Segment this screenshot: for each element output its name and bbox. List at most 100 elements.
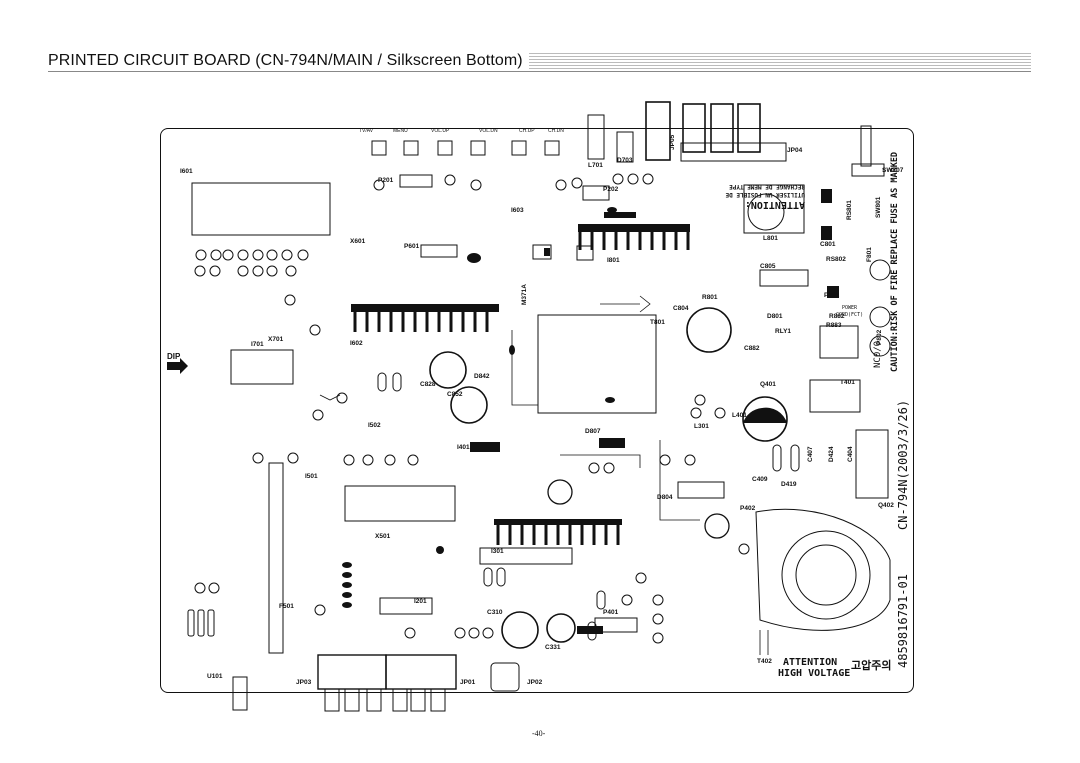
i401-heatsink-tab xyxy=(470,442,500,452)
ref-dip: DIP xyxy=(167,352,181,361)
connector-jp04-b xyxy=(710,103,734,153)
pcb-outline xyxy=(160,128,914,693)
ref-rs802: RS802 xyxy=(826,256,846,263)
t801-transformer xyxy=(537,314,657,414)
c852-capacitor xyxy=(450,386,488,424)
ref-q402: Q402 xyxy=(878,502,894,509)
page-number: -40- xyxy=(532,729,546,738)
ref-d703: D703 xyxy=(617,157,633,164)
jp03-block xyxy=(317,654,387,690)
heatsink-i801 xyxy=(578,224,690,232)
ref-sw707: SW707 xyxy=(882,167,904,174)
ref-d842: D842 xyxy=(474,373,490,380)
connector-jp05-mid xyxy=(616,131,634,163)
part-number-text: 4859816791-01 xyxy=(896,574,910,668)
ref-d801: D801 xyxy=(767,313,783,320)
ref-d804: D804 xyxy=(657,494,673,501)
ref-p402: P402 xyxy=(740,505,756,512)
ref-l301: L301 xyxy=(694,423,709,430)
flyback-inner xyxy=(795,544,857,606)
connector-jp05-left xyxy=(587,114,605,160)
ref-x501: X501 xyxy=(375,533,391,540)
ref-c804: C804 xyxy=(673,305,689,312)
hv-warning-korean: 고압주의 xyxy=(851,659,892,672)
r801-resistor xyxy=(759,269,809,287)
ref-t801: T801 xyxy=(650,319,665,326)
flyback-core xyxy=(781,530,871,620)
d801-diode xyxy=(827,286,839,298)
heatsink-i602 xyxy=(351,304,499,312)
ref-p401: P401 xyxy=(603,609,619,616)
i201-block xyxy=(379,597,433,615)
p601-connector xyxy=(420,244,458,258)
hv-warning-line2: HIGH VOLTAGE xyxy=(778,668,851,679)
i601-chip xyxy=(191,182,331,236)
heatsink-i301 xyxy=(494,519,622,525)
ref-c805: C805 xyxy=(760,263,776,270)
p802-terminal xyxy=(869,335,891,357)
ref-i701: I701 xyxy=(251,341,264,348)
rly1-relay xyxy=(819,325,859,359)
i301-block xyxy=(479,547,573,565)
ref-c852: C852 xyxy=(447,391,463,398)
jp03-pin-a xyxy=(324,688,340,712)
l801-filter xyxy=(743,184,805,234)
c828-capacitor xyxy=(429,351,467,389)
ref-jp02: JP02 xyxy=(527,679,543,686)
attention-fr-line2: UTILISER UN FUSIBLE DE xyxy=(725,191,805,198)
ref-c404: C404 xyxy=(847,446,854,462)
ref-m371a: M371A xyxy=(521,284,528,305)
jp03-pin-c xyxy=(366,688,382,712)
c409-capacitor xyxy=(742,396,788,442)
c409-fill xyxy=(743,407,787,423)
ref-i603: I603 xyxy=(511,207,524,214)
ref-i602: I602 xyxy=(350,340,363,347)
ref-p202: P202 xyxy=(603,186,619,193)
jp02-jack xyxy=(490,662,520,692)
jp01-pin-c xyxy=(430,688,446,712)
ref-rs801: RS801 xyxy=(846,200,853,220)
sw707-body xyxy=(860,125,872,167)
ref-t402: T402 xyxy=(757,658,772,665)
ref-d419: D419 xyxy=(781,481,797,488)
jp01-pin-b xyxy=(410,688,426,712)
power-label-line1: POWER xyxy=(842,305,858,311)
jp01-block xyxy=(385,654,457,690)
flyback-outline xyxy=(755,508,891,631)
fuse-holder-a xyxy=(821,189,832,203)
ref-c801: C801 xyxy=(820,241,836,248)
l801-coil xyxy=(747,193,785,231)
switch-label-vol-dn: VOL.DN xyxy=(479,128,498,134)
ref-p601: P601 xyxy=(404,243,420,250)
ref-i801: I801 xyxy=(607,257,620,264)
ref-x701: X701 xyxy=(268,336,284,343)
ref-c407: C407 xyxy=(807,446,814,462)
ref-c310: C310 xyxy=(487,609,503,616)
d807-tab xyxy=(599,438,625,448)
c331-capacitor xyxy=(546,613,576,643)
ref-c828: C828 xyxy=(420,381,436,388)
nc-label: NC0/0 xyxy=(873,340,883,368)
connector-jp05-body xyxy=(645,101,671,161)
ref-rly1: RLY1 xyxy=(775,328,792,335)
p401-tab xyxy=(577,626,603,634)
c310-capacitor xyxy=(501,611,539,649)
ref-u101: U101 xyxy=(207,673,223,680)
switch-label-vol-up: VOL.UP xyxy=(431,128,450,134)
ref-jp03: JP03 xyxy=(296,679,312,686)
ref-r801: R801 xyxy=(702,294,718,301)
i401-region xyxy=(344,485,456,522)
dip-arrow xyxy=(167,358,188,374)
switch-label-ch-dn: CH.DN xyxy=(548,128,564,134)
ref-i501: I501 xyxy=(305,473,318,480)
switch-label-menu: MENU xyxy=(393,128,408,134)
jp01-pin-a xyxy=(392,688,408,712)
ref-l701: L701 xyxy=(588,162,603,169)
u101-connector xyxy=(232,676,248,711)
hv-warning-line1: ATTENTION xyxy=(783,657,838,668)
i701-chip xyxy=(230,349,294,385)
ref-c882: C882 xyxy=(744,345,760,352)
sw707-base xyxy=(851,163,885,177)
switch-label-tv-av: TV/AV xyxy=(359,128,374,134)
